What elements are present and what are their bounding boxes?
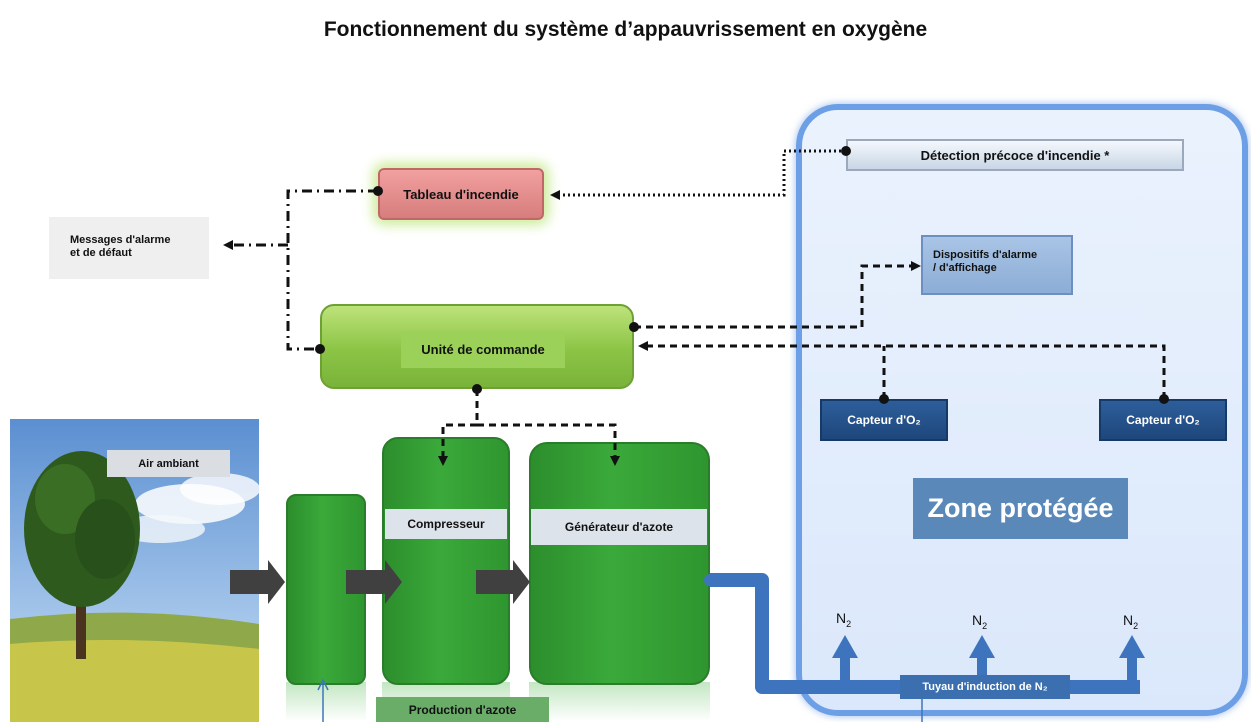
messages-line2: et de défaut <box>70 247 132 259</box>
alarm-devices-line2: / d'affichage <box>933 262 997 274</box>
nitrogen-generator-label: Générateur d'azote <box>531 509 707 545</box>
alarm-display-devices-box: Dispositifs d'alarme / d'affichage <box>921 235 1073 295</box>
protected-zone-label: Zone protégée <box>913 478 1128 539</box>
nitrogen-pipe <box>710 573 1140 694</box>
alarm-fault-messages-box: Messages d'alarme et de défaut <box>49 217 209 279</box>
control-to-machines-line <box>441 389 617 458</box>
n2-outlet-middle-label: N2 <box>972 612 988 631</box>
air-flow-arrows <box>230 560 530 604</box>
ambient-air-label: Air ambiant <box>107 450 230 477</box>
n2-outlet-left-label: N2 <box>836 610 852 629</box>
nitrogen-production-label: Production d'azote <box>376 697 549 722</box>
n2-outlet-arrows <box>832 635 1145 687</box>
nitrogen-pipe-label: Tuyau d'induction de N₂ <box>900 675 1070 699</box>
generator-reflection <box>529 682 710 722</box>
sensors-to-control-line <box>646 344 1166 399</box>
control-unit-box: Unité de commande <box>320 304 634 389</box>
alarm-devices-line1: Dispositifs d'alarme <box>933 249 1038 261</box>
messages-line1: Messages d'alarme <box>70 234 171 246</box>
detection-to-fire-panel-line <box>552 149 846 197</box>
control-unit-label: Unité de commande <box>401 331 565 368</box>
page-title: Fonctionnement du système d’appauvrissem… <box>323 18 928 41</box>
compressor-unit <box>382 437 510 685</box>
compressor-label: Compresseur <box>385 509 507 539</box>
pipe-start-dot <box>704 574 716 586</box>
nitrogen-generator-unit <box>529 442 710 685</box>
n2-outlet-right-label: N2 <box>1123 612 1139 631</box>
control-to-alarm-line <box>634 264 917 329</box>
messages-line <box>225 189 378 351</box>
fire-panel-box: Tableau d'incendie <box>378 168 544 220</box>
filter-reflection <box>286 682 366 722</box>
